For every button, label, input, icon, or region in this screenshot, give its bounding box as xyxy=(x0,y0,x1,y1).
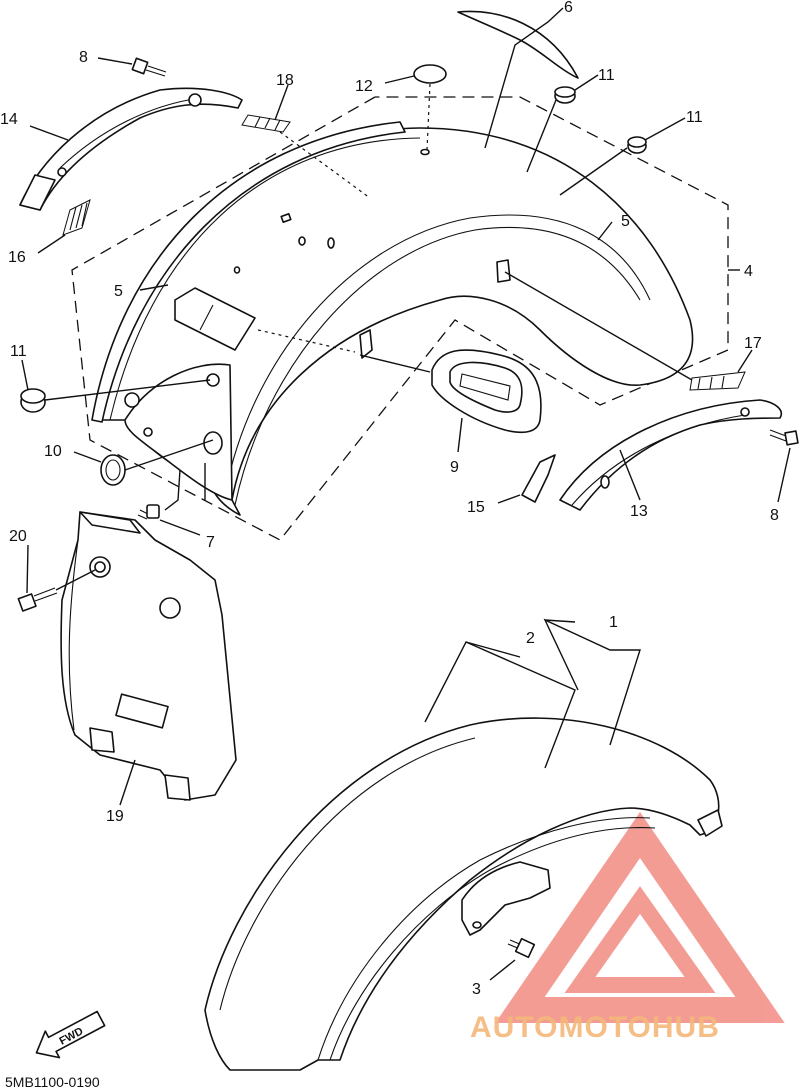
part-17-pad xyxy=(689,371,746,391)
fwd-label: FWD xyxy=(58,1025,86,1047)
callout-20: 20 xyxy=(9,528,27,545)
callout-12: 12 xyxy=(355,78,373,95)
callout-8-top: 8 xyxy=(79,49,88,66)
callout-labels: 1 2 3 4 5 5 6 7 8 8 9 10 11 11 11 12 13 … xyxy=(0,0,779,998)
callout-4: 4 xyxy=(744,263,753,280)
part-20-bolt xyxy=(17,587,58,612)
diagram-code: 5MB1100-0190 xyxy=(5,1074,100,1090)
part-13-rail xyxy=(559,399,782,511)
front-fender xyxy=(204,717,723,1071)
watermark-text: AUTOMOTOHUB xyxy=(470,1011,720,1044)
part-3-bolt xyxy=(507,937,536,959)
callout-8-right: 8 xyxy=(770,507,779,524)
callout-17: 17 xyxy=(744,335,762,352)
callout-11-left: 11 xyxy=(10,343,27,360)
callout-9: 9 xyxy=(450,459,459,476)
callout-10: 10 xyxy=(44,443,62,460)
part-11-grommets xyxy=(20,86,647,413)
callout-5-right: 5 xyxy=(621,213,630,230)
callout-6: 6 xyxy=(564,0,573,16)
fwd-arrow-icon: FWD xyxy=(35,1010,106,1059)
watermark-logo xyxy=(495,812,785,1023)
callout-11-top: 11 xyxy=(598,67,615,84)
part-18-pad xyxy=(241,114,291,133)
callout-16: 16 xyxy=(8,249,26,266)
part-10-grommet xyxy=(100,454,126,486)
part-14-rail xyxy=(19,87,243,211)
callout-18: 18 xyxy=(276,72,294,89)
callout-2: 2 xyxy=(526,630,535,647)
part-19-plate xyxy=(60,511,237,801)
callout-14: 14 xyxy=(0,111,18,128)
part-8-bolt-top xyxy=(131,57,167,77)
part-12-emblem xyxy=(413,64,447,84)
part-16-pad xyxy=(62,199,91,236)
callout-7: 7 xyxy=(206,534,215,551)
part-7-bolt xyxy=(137,504,160,520)
part-6-cover xyxy=(457,10,579,79)
callout-11-right: 11 xyxy=(686,109,703,126)
callout-19: 19 xyxy=(106,808,124,825)
assembly-outline-4 xyxy=(71,96,729,541)
callout-1: 1 xyxy=(609,614,618,631)
callout-3: 3 xyxy=(472,981,481,998)
part-9-reflector xyxy=(431,349,542,434)
callout-13: 13 xyxy=(630,503,648,520)
leader-lines xyxy=(21,7,791,981)
part-8-bolt-right xyxy=(769,429,799,446)
callout-5-left: 5 xyxy=(114,283,123,300)
callout-15: 15 xyxy=(467,499,485,516)
part-15-clip xyxy=(521,454,556,503)
